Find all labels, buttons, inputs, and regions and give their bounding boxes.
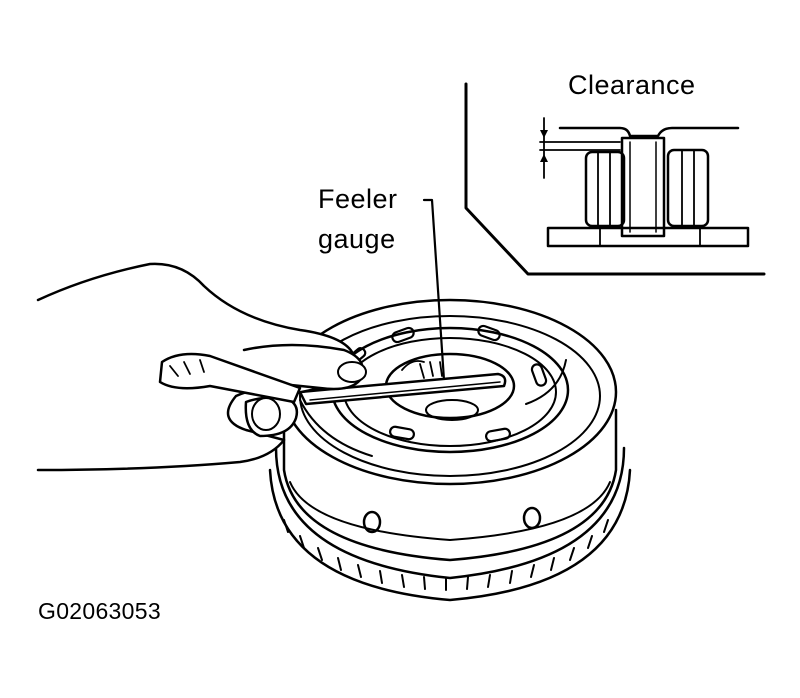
- inset-frame: [464, 82, 766, 276]
- feeler-gauge: [298, 372, 507, 406]
- feeler-leader-line: [422, 198, 446, 382]
- inset-top-plate: [558, 126, 740, 138]
- drum-body: [282, 408, 618, 562]
- inset-base: [546, 226, 750, 248]
- inset-plates-left: [584, 150, 626, 228]
- clutch-drum: [268, 298, 632, 602]
- feeler-gauge-label-line2: gauge: [318, 224, 396, 254]
- gauge-handle: [158, 352, 302, 404]
- clearance-inset: [464, 82, 766, 276]
- figure-code: G02063053: [38, 598, 161, 624]
- clearance-label: Clearance: [568, 70, 696, 100]
- feeler-gauge-label-line1: Feeler: [318, 184, 398, 214]
- drum-teeth-ring: [274, 446, 626, 580]
- inset-piston: [620, 136, 666, 238]
- hand: [36, 262, 367, 472]
- drum-teeth: [283, 519, 609, 591]
- inset-plates-right: [666, 148, 710, 228]
